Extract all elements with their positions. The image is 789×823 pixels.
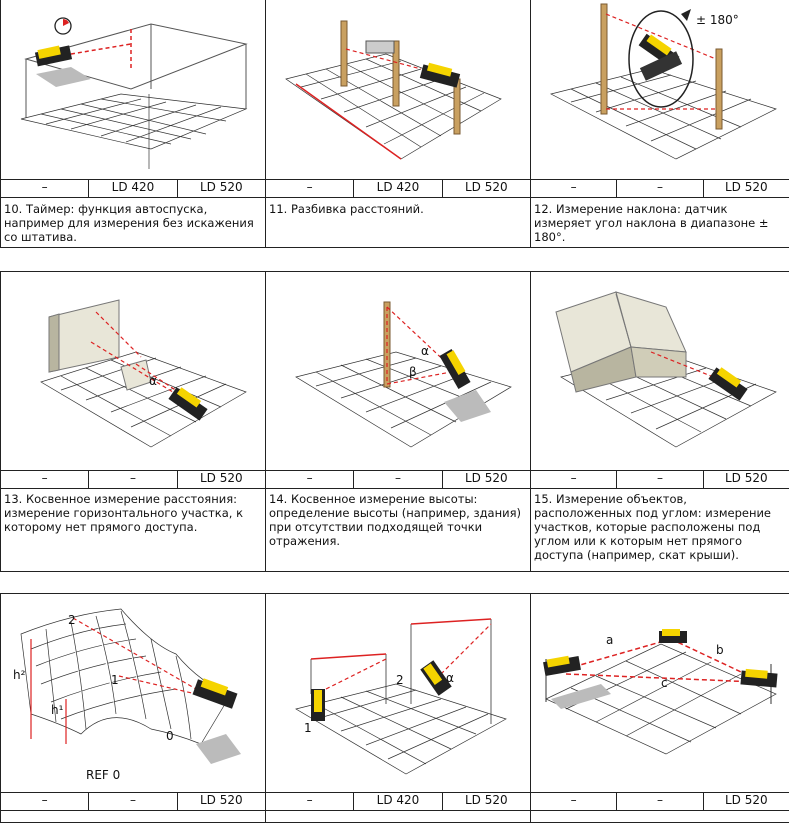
model-cell: LD 520	[702, 792, 789, 810]
model-row: – – LD 520	[531, 792, 789, 811]
feature-description: 13. Косвенное измерение расстояния: изме…	[4, 492, 244, 534]
model-cell: LD 520	[176, 179, 265, 197]
angle-label: ± 180°	[696, 13, 739, 27]
model-cell: –	[570, 793, 577, 807]
cell-triangle: a b c – – LD 520	[530, 593, 789, 823]
illustration-stakeout	[266, 0, 530, 180]
model-cell: LD 520	[176, 470, 265, 488]
cell-indirect-distance: α – – LD 520 13. Косвенное измерение рас…	[0, 271, 266, 572]
model-cell: –	[306, 180, 313, 194]
model-row: – – LD 520	[266, 470, 530, 489]
illustration-angled-objects	[531, 272, 789, 471]
point-2-label: 2	[396, 673, 404, 687]
model-cell: –	[306, 471, 313, 485]
cell-indirect-height: α β – – LD 520 14. Косвенное измерение в…	[265, 271, 531, 572]
model-cell: –	[306, 793, 313, 807]
model-cell: –	[41, 180, 48, 194]
model-cell: –	[616, 179, 702, 197]
model-cell: –	[570, 471, 577, 485]
illustration-triangle: a b c	[531, 594, 789, 793]
feature-description: 10. Таймер: функция автоспуска, например…	[4, 202, 254, 244]
illustration-indirect-distance: α	[1, 272, 265, 471]
model-cell: –	[41, 471, 48, 485]
alpha-label: α	[421, 344, 429, 358]
feature-description: 11. Разбивка расстояний.	[269, 202, 424, 216]
feature-description: 15. Измерение объектов, расположенных по…	[534, 492, 772, 562]
model-cell: –	[88, 470, 176, 488]
ref0-label: REF 0	[86, 768, 120, 782]
side-a-label: a	[606, 633, 613, 647]
model-cell: LD 420	[353, 792, 441, 810]
model-row: – – LD 520	[531, 470, 789, 489]
alpha-label: α	[446, 671, 454, 685]
model-row: – LD 420 LD 520	[1, 179, 265, 198]
point-2-label: 2	[68, 613, 76, 627]
cell-angled-objects: – – LD 520 15. Измерение объектов, распо…	[530, 271, 789, 572]
cell-tilt: ± 180° – – LD 520 12. Измерение наклона:…	[530, 0, 789, 248]
model-row: – – LD 520	[531, 179, 789, 198]
model-cell: –	[616, 470, 702, 488]
feature-description: 14. Косвенное измерение высоты: определе…	[269, 492, 521, 548]
model-row: – LD 420 LD 520	[266, 792, 530, 811]
beta-label: β	[409, 365, 417, 379]
h2-label: h²	[13, 668, 26, 682]
model-row: – – LD 520	[1, 470, 265, 489]
feature-description: 12. Измерение наклона: датчик измеряет у…	[534, 202, 769, 244]
model-cell: –	[616, 792, 702, 810]
side-b-label: b	[716, 643, 724, 657]
model-cell: LD 420	[353, 179, 441, 197]
model-cell: LD 420	[88, 179, 176, 197]
illustration-timer	[1, 0, 265, 180]
cell-two-points: 1 2 α – LD 420 LD 520	[265, 593, 531, 823]
model-cell: –	[570, 180, 577, 194]
model-row: – LD 420 LD 520	[266, 179, 530, 198]
model-cell: LD 520	[441, 792, 530, 810]
point-1-label: 1	[111, 673, 119, 687]
illustration-indirect-height: α β	[266, 272, 530, 471]
point-1-label: 1	[304, 721, 312, 735]
model-cell: LD 520	[702, 179, 789, 197]
illustration-tilt: ± 180°	[531, 0, 789, 180]
side-c-label: c	[661, 676, 668, 690]
illustration-height-profile: 2 1 0 h² h¹ REF 0	[1, 594, 265, 793]
model-cell: LD 520	[702, 470, 789, 488]
model-cell: LD 520	[176, 792, 265, 810]
model-cell: LD 520	[441, 470, 530, 488]
h1-label: h¹	[51, 703, 64, 717]
cell-timer: – LD 420 LD 520 10. Таймер: функция авто…	[0, 0, 266, 248]
model-cell: LD 520	[441, 179, 530, 197]
model-cell: –	[41, 793, 48, 807]
model-cell: –	[353, 470, 441, 488]
point-0-label: 0	[166, 729, 174, 743]
illustration-two-points: 1 2 α	[266, 594, 530, 793]
model-row: – – LD 520	[1, 792, 265, 811]
alpha-label: α	[149, 374, 157, 388]
model-cell: –	[88, 792, 176, 810]
cell-stakeout: – LD 420 LD 520 11. Разбивка расстояний.	[265, 0, 531, 248]
cell-height-profile: 2 1 0 h² h¹ REF 0 – – LD 520	[0, 593, 266, 823]
